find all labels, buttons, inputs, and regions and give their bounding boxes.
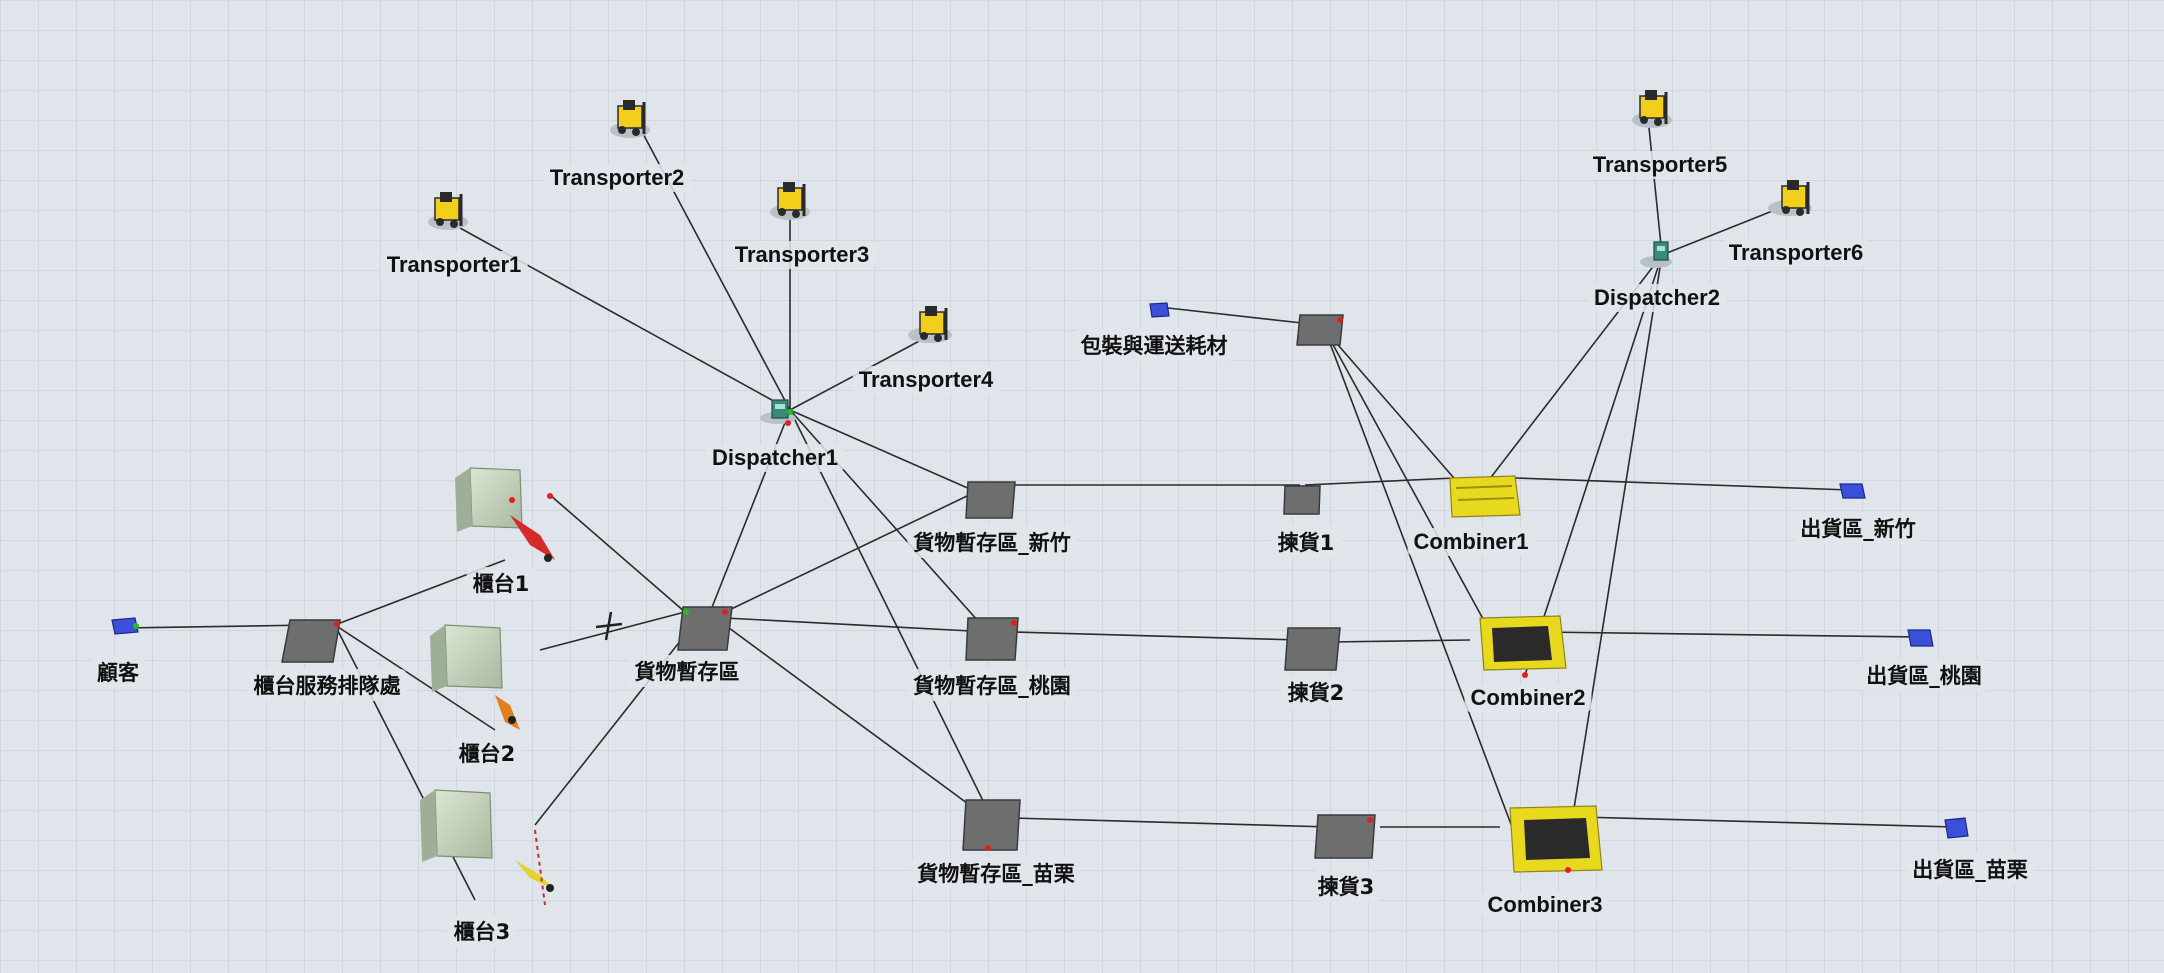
move-cursor-icon bbox=[595, 611, 623, 641]
goods-queue-pad[interactable] bbox=[677, 606, 733, 651]
dispatcher1-icon[interactable] bbox=[760, 399, 796, 426]
counter3-processor[interactable] bbox=[420, 789, 555, 906]
dispatcher2-icon[interactable] bbox=[1640, 241, 1672, 268]
queue-hsinchu-pad[interactable] bbox=[965, 481, 1016, 519]
pick1-pad[interactable] bbox=[1283, 485, 1321, 515]
pick2-pad[interactable] bbox=[1284, 627, 1341, 671]
packaging-queue-pad[interactable] bbox=[1296, 314, 1344, 346]
transporter2-icon[interactable] bbox=[610, 100, 650, 138]
customer-source-icon[interactable] bbox=[111, 617, 139, 635]
counter2-processor[interactable] bbox=[430, 624, 520, 730]
queue-taoyuan-pad[interactable] bbox=[965, 617, 1019, 661]
transporter3-icon[interactable] bbox=[770, 182, 810, 220]
sink-hsinchu-icon[interactable] bbox=[1839, 483, 1866, 499]
counter-queue-pad[interactable] bbox=[281, 619, 341, 663]
counter1-processor[interactable] bbox=[455, 467, 555, 562]
sink-miaoli-icon[interactable] bbox=[1944, 817, 1969, 839]
combiner3-machine[interactable] bbox=[1509, 805, 1603, 873]
transporter4-icon[interactable] bbox=[908, 306, 952, 343]
combiner2-machine[interactable] bbox=[1479, 615, 1567, 678]
packaging-source-icon[interactable] bbox=[1149, 302, 1170, 318]
transporter5-icon[interactable] bbox=[1632, 90, 1672, 128]
pick3-pad[interactable] bbox=[1314, 814, 1376, 859]
queue-miaoli-pad[interactable] bbox=[962, 799, 1021, 851]
transporter6-icon[interactable] bbox=[1768, 180, 1812, 216]
sink-taoyuan-icon[interactable] bbox=[1907, 629, 1934, 647]
transporter1-icon[interactable] bbox=[428, 192, 468, 230]
combiner1-machine[interactable] bbox=[1449, 475, 1521, 518]
